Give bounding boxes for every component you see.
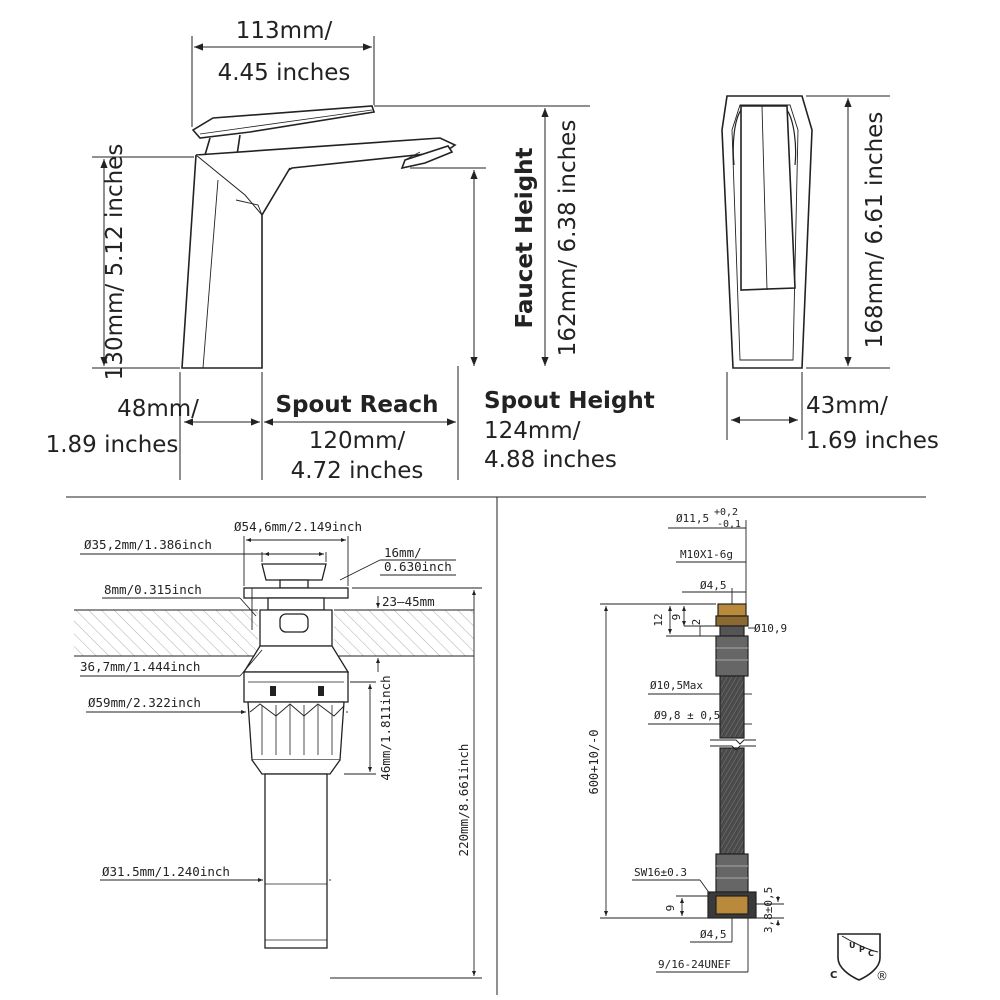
base-mm-label: 48mm/: [117, 396, 199, 422]
body-height-label: 130mm/ 5.12 inches: [102, 144, 128, 381]
drain-dimension-lines: [80, 536, 482, 979]
front-width-mm: 43mm/: [806, 393, 888, 419]
cap-height-label-b: 0.630inch: [384, 559, 452, 574]
body-diameter-label: Ø59mm/2.322inch: [88, 695, 201, 710]
total-height-label: 220mm/8.661inch: [456, 744, 471, 857]
spout-reach-title: Spout Reach: [275, 392, 438, 418]
hose-tol-base: Ø11,5: [676, 512, 709, 525]
spout-height-title: Spout Height: [484, 388, 655, 414]
spout-height-in: 4.88 inches: [484, 447, 617, 473]
hose-length-label: 600+10/-0: [587, 729, 601, 794]
cap-height-label-a: 16mm/: [384, 545, 422, 560]
hose-dim-9-top: 9: [670, 614, 683, 621]
cert-registered: ®: [876, 969, 888, 983]
hose-break-mark: [710, 739, 756, 751]
spout-reach-in: 4.72 inches: [291, 458, 424, 484]
stem-diameter-label: Ø35,2mm/1.386inch: [84, 537, 212, 552]
hose-dim-2: 2: [690, 619, 703, 626]
hose-sw-label: SW16±0.3: [634, 866, 687, 879]
hose-dia-10-9: Ø10,9: [754, 622, 787, 635]
spout-height-mm: 124mm/: [484, 418, 581, 444]
front-height-label: 168mm/ 6.61 inches: [862, 112, 888, 349]
upc-cert-mark: U P C C ®: [830, 933, 888, 983]
hose-inner-dia-top: Ø4,5: [700, 579, 727, 592]
body-height-drain-label: 46mm/1.811inch: [378, 675, 393, 780]
faucet-height-title: Faucet Height: [512, 147, 538, 328]
top-width-mm-label: 113mm/: [236, 18, 333, 44]
supply-hose: [707, 603, 757, 919]
top-width-in-label: 4.45 inches: [218, 60, 351, 86]
hose-thread-label: M10X1-6g: [680, 548, 733, 561]
cert-outer-c: C: [830, 970, 837, 981]
counter-range-label: 23–45mm: [382, 594, 435, 609]
hose-unef-label: 9/16-24UNEF: [658, 958, 731, 971]
hose-tol-plus: +0,2: [714, 507, 738, 518]
hose-dia-10-5: Ø10,5Max: [650, 679, 703, 692]
faucet-height-value: 162mm/ 6.38 inches: [555, 120, 581, 357]
cap-diameter-label: Ø54,6mm/2.149inch: [234, 519, 362, 534]
hose-dim-12: 12: [652, 613, 665, 626]
base-in-label: 1.89 inches: [46, 432, 179, 458]
hose-dim-3-8: 3,8±0,5: [762, 887, 775, 933]
hose-tol-minus: -0,1: [717, 519, 741, 530]
drain-assembly: [242, 563, 350, 949]
hose-inner-dia-bottom: Ø4,5: [700, 928, 727, 941]
cert-letter-p: P: [859, 945, 865, 954]
dimension-lines-side: [92, 36, 590, 480]
faucet-side-view: [181, 105, 457, 369]
cert-letter-u: U: [849, 941, 856, 950]
nut-diameter-label: 36,7mm/1.444inch: [80, 659, 200, 674]
hose-dim-9-bottom: 9: [664, 905, 677, 912]
flange-thickness-label: 8mm/0.315inch: [104, 582, 202, 597]
spout-reach-mm: 120mm/: [309, 428, 406, 454]
front-width-in: 1.69 inches: [806, 428, 939, 454]
hose-dia-9-8: Ø9,8 ± 0,5: [654, 709, 720, 722]
faucet-front-view: [721, 95, 813, 369]
dimension-lines-front: [726, 95, 890, 440]
hose-dimension-lines: [600, 520, 784, 973]
cert-letter-c: C: [868, 949, 874, 958]
section-dividers: [66, 496, 926, 995]
tube-diameter-label: Ø31.5mm/1.240inch: [102, 864, 230, 879]
